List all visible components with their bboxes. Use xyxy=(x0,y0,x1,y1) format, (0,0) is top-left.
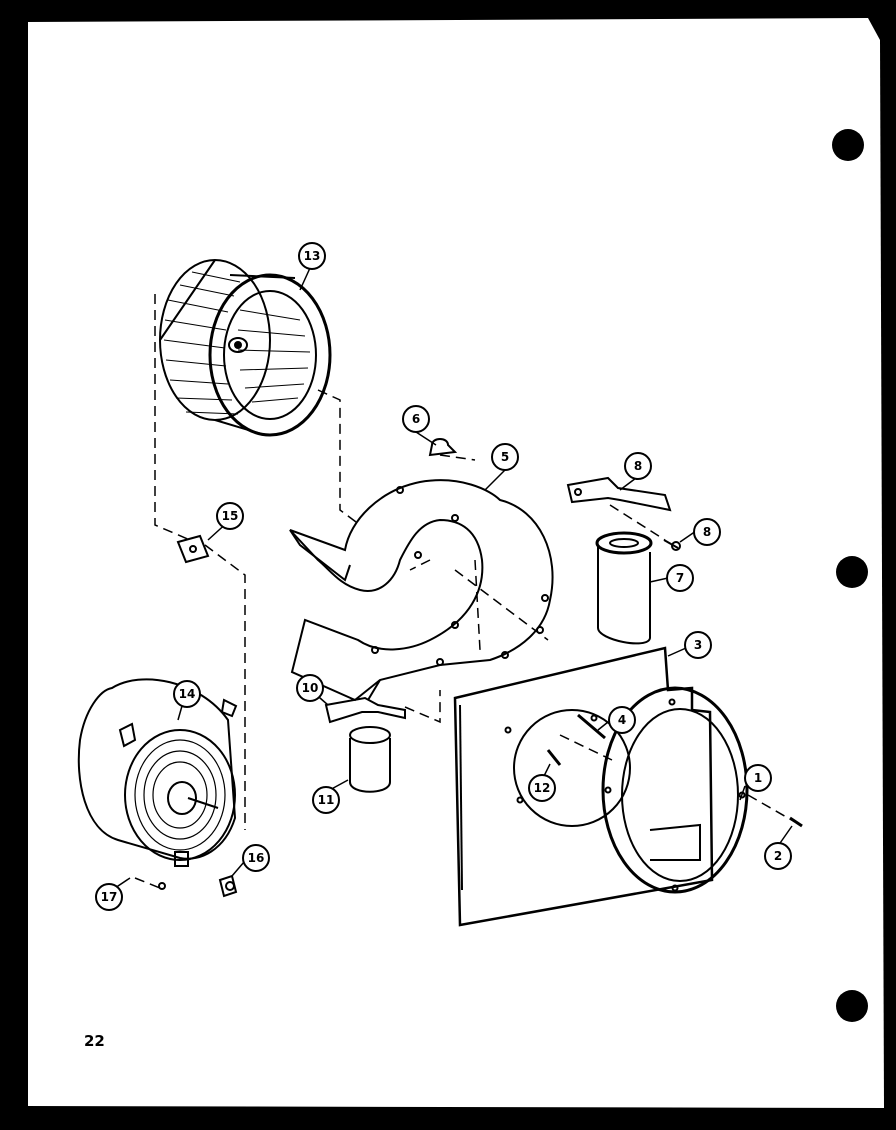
screw xyxy=(577,713,606,740)
run-capacitor xyxy=(595,531,653,645)
callout-number: 3 xyxy=(694,638,702,652)
callout-number: 6 xyxy=(412,412,420,426)
callout-17: 17 xyxy=(95,883,123,911)
callout-number: 1 xyxy=(754,771,762,785)
callout-1: 1 xyxy=(744,764,772,792)
start-capacitor xyxy=(349,726,391,793)
binder-hole-middle xyxy=(836,556,868,588)
callout-3: 3 xyxy=(684,631,712,659)
callout-number: 15 xyxy=(222,509,239,523)
callout-10: 10 xyxy=(296,674,324,702)
paper-page xyxy=(28,18,884,1108)
motor-mount-bracket xyxy=(176,534,210,564)
callouts: 13 6 5 8 8 7 3 4 12 1 2 15 14 10 11 16 1… xyxy=(95,242,792,911)
screw xyxy=(663,539,681,551)
callout-11: 11 xyxy=(312,786,340,814)
callout-number: 17 xyxy=(101,890,118,904)
callout-number: 14 xyxy=(179,687,196,701)
blower-wheel xyxy=(159,259,332,437)
callout-number: 4 xyxy=(618,713,626,727)
binder-hole-top xyxy=(832,129,864,161)
page-number: 22 xyxy=(84,1032,105,1050)
callout-8: 8 xyxy=(624,452,652,480)
nut xyxy=(158,882,166,890)
callout-number: 7 xyxy=(676,571,684,585)
screw xyxy=(546,749,562,766)
capacitor-strap xyxy=(324,696,406,724)
callout-15: 15 xyxy=(216,502,244,530)
callout-14: 14 xyxy=(173,680,201,708)
grommet xyxy=(218,874,238,898)
binder-hole-bottom xyxy=(836,990,868,1022)
callout-5: 5 xyxy=(491,443,519,471)
callout-number: 13 xyxy=(304,249,321,263)
callout-8b: 8 xyxy=(693,518,721,546)
callout-number: 8 xyxy=(703,525,711,539)
callout-4: 4 xyxy=(608,706,636,734)
callout-number: 16 xyxy=(248,851,265,865)
callout-number: 2 xyxy=(774,849,782,863)
orifice-ring xyxy=(601,686,749,894)
callout-2: 2 xyxy=(764,842,792,870)
hose-clip xyxy=(428,438,458,457)
callout-6: 6 xyxy=(402,405,430,433)
callout-number: 10 xyxy=(302,681,319,695)
callout-number: 12 xyxy=(534,781,551,795)
callout-13: 13 xyxy=(298,242,326,270)
blower-housing xyxy=(289,479,554,702)
callout-12: 12 xyxy=(528,774,556,802)
callout-number: 11 xyxy=(318,793,335,807)
capacitor-bracket xyxy=(566,476,672,512)
callout-number: 8 xyxy=(634,459,642,473)
callout-7: 7 xyxy=(666,564,694,592)
callout-number: 5 xyxy=(501,450,509,464)
callout-16: 16 xyxy=(242,844,270,872)
screw xyxy=(789,816,803,828)
